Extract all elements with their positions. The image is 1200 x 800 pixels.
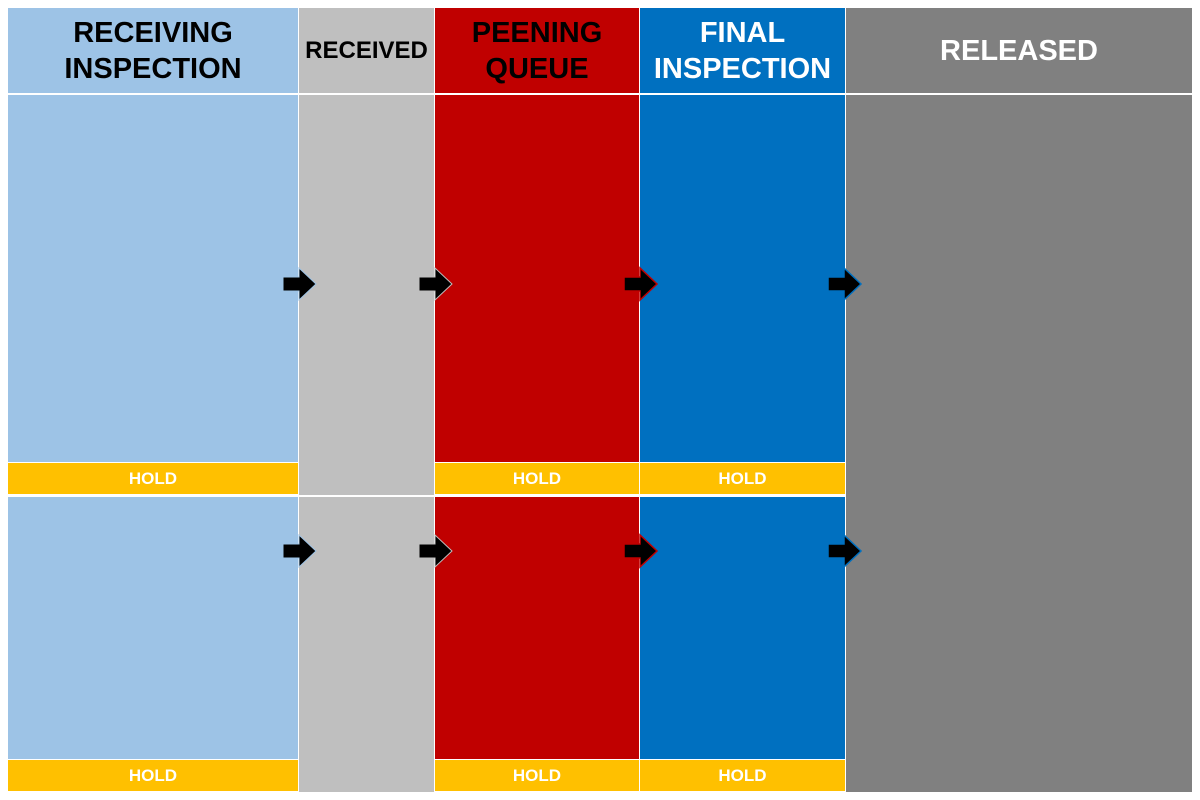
hold-bar-final-inspection-row1: HOLD: [640, 463, 845, 494]
flow-arrow-icon: [623, 533, 659, 569]
hold-bar-peening-queue-row2: HOLD: [435, 760, 639, 791]
hold-bar-receiving-inspection-row2: HOLD: [8, 760, 298, 791]
flow-arrow-icon: [623, 266, 659, 302]
header-label: RECEIVING INSPECTION: [64, 16, 242, 85]
column-header-received: RECEIVED: [299, 8, 434, 93]
flow-arrow-icon: [282, 533, 317, 569]
hold-label: HOLD: [128, 468, 178, 488]
lane-received-row1: [299, 95, 434, 495]
column-header-final-inspection: FINAL INSPECTION: [640, 8, 845, 93]
column-header-peening-queue: PEENING QUEUE: [435, 8, 639, 93]
header-label: RELEASED: [940, 34, 1098, 67]
workflow-board: RECEIVING INSPECTION RECEIVED PEENING QU…: [8, 8, 1192, 792]
lane-received-row2: [299, 497, 434, 792]
hold-label: HOLD: [718, 468, 767, 488]
header-label: FINAL INSPECTION: [653, 16, 832, 85]
flow-arrow-icon: [418, 533, 453, 569]
flow-arrow-icon: [827, 533, 863, 569]
lane-final-inspection-row1: [640, 95, 845, 462]
hold-bar-final-inspection-row2: HOLD: [640, 760, 845, 791]
flow-arrow-icon: [282, 266, 317, 302]
column-header-receiving-inspection: RECEIVING INSPECTION: [8, 8, 298, 93]
header-label: PEENING QUEUE: [471, 16, 603, 85]
hold-label: HOLD: [128, 765, 178, 785]
hold-label: HOLD: [718, 765, 767, 785]
header-label: RECEIVED: [305, 36, 428, 64]
lane-released: [846, 95, 1192, 792]
lane-final-inspection-row2: [640, 497, 845, 759]
lane-peening-queue-row1: [435, 95, 639, 462]
lane-peening-queue-row2: [435, 497, 639, 759]
hold-label: HOLD: [512, 468, 562, 488]
hold-label: HOLD: [512, 765, 562, 785]
hold-bar-peening-queue-row1: HOLD: [435, 463, 639, 494]
flow-arrow-icon: [418, 266, 453, 302]
lane-receiving-inspection-row2: [8, 497, 298, 759]
lane-receiving-inspection-row1: [8, 95, 298, 462]
flow-arrow-icon: [827, 266, 863, 302]
hold-bar-receiving-inspection-row1: HOLD: [8, 463, 298, 494]
column-header-released: RELEASED: [846, 8, 1192, 93]
